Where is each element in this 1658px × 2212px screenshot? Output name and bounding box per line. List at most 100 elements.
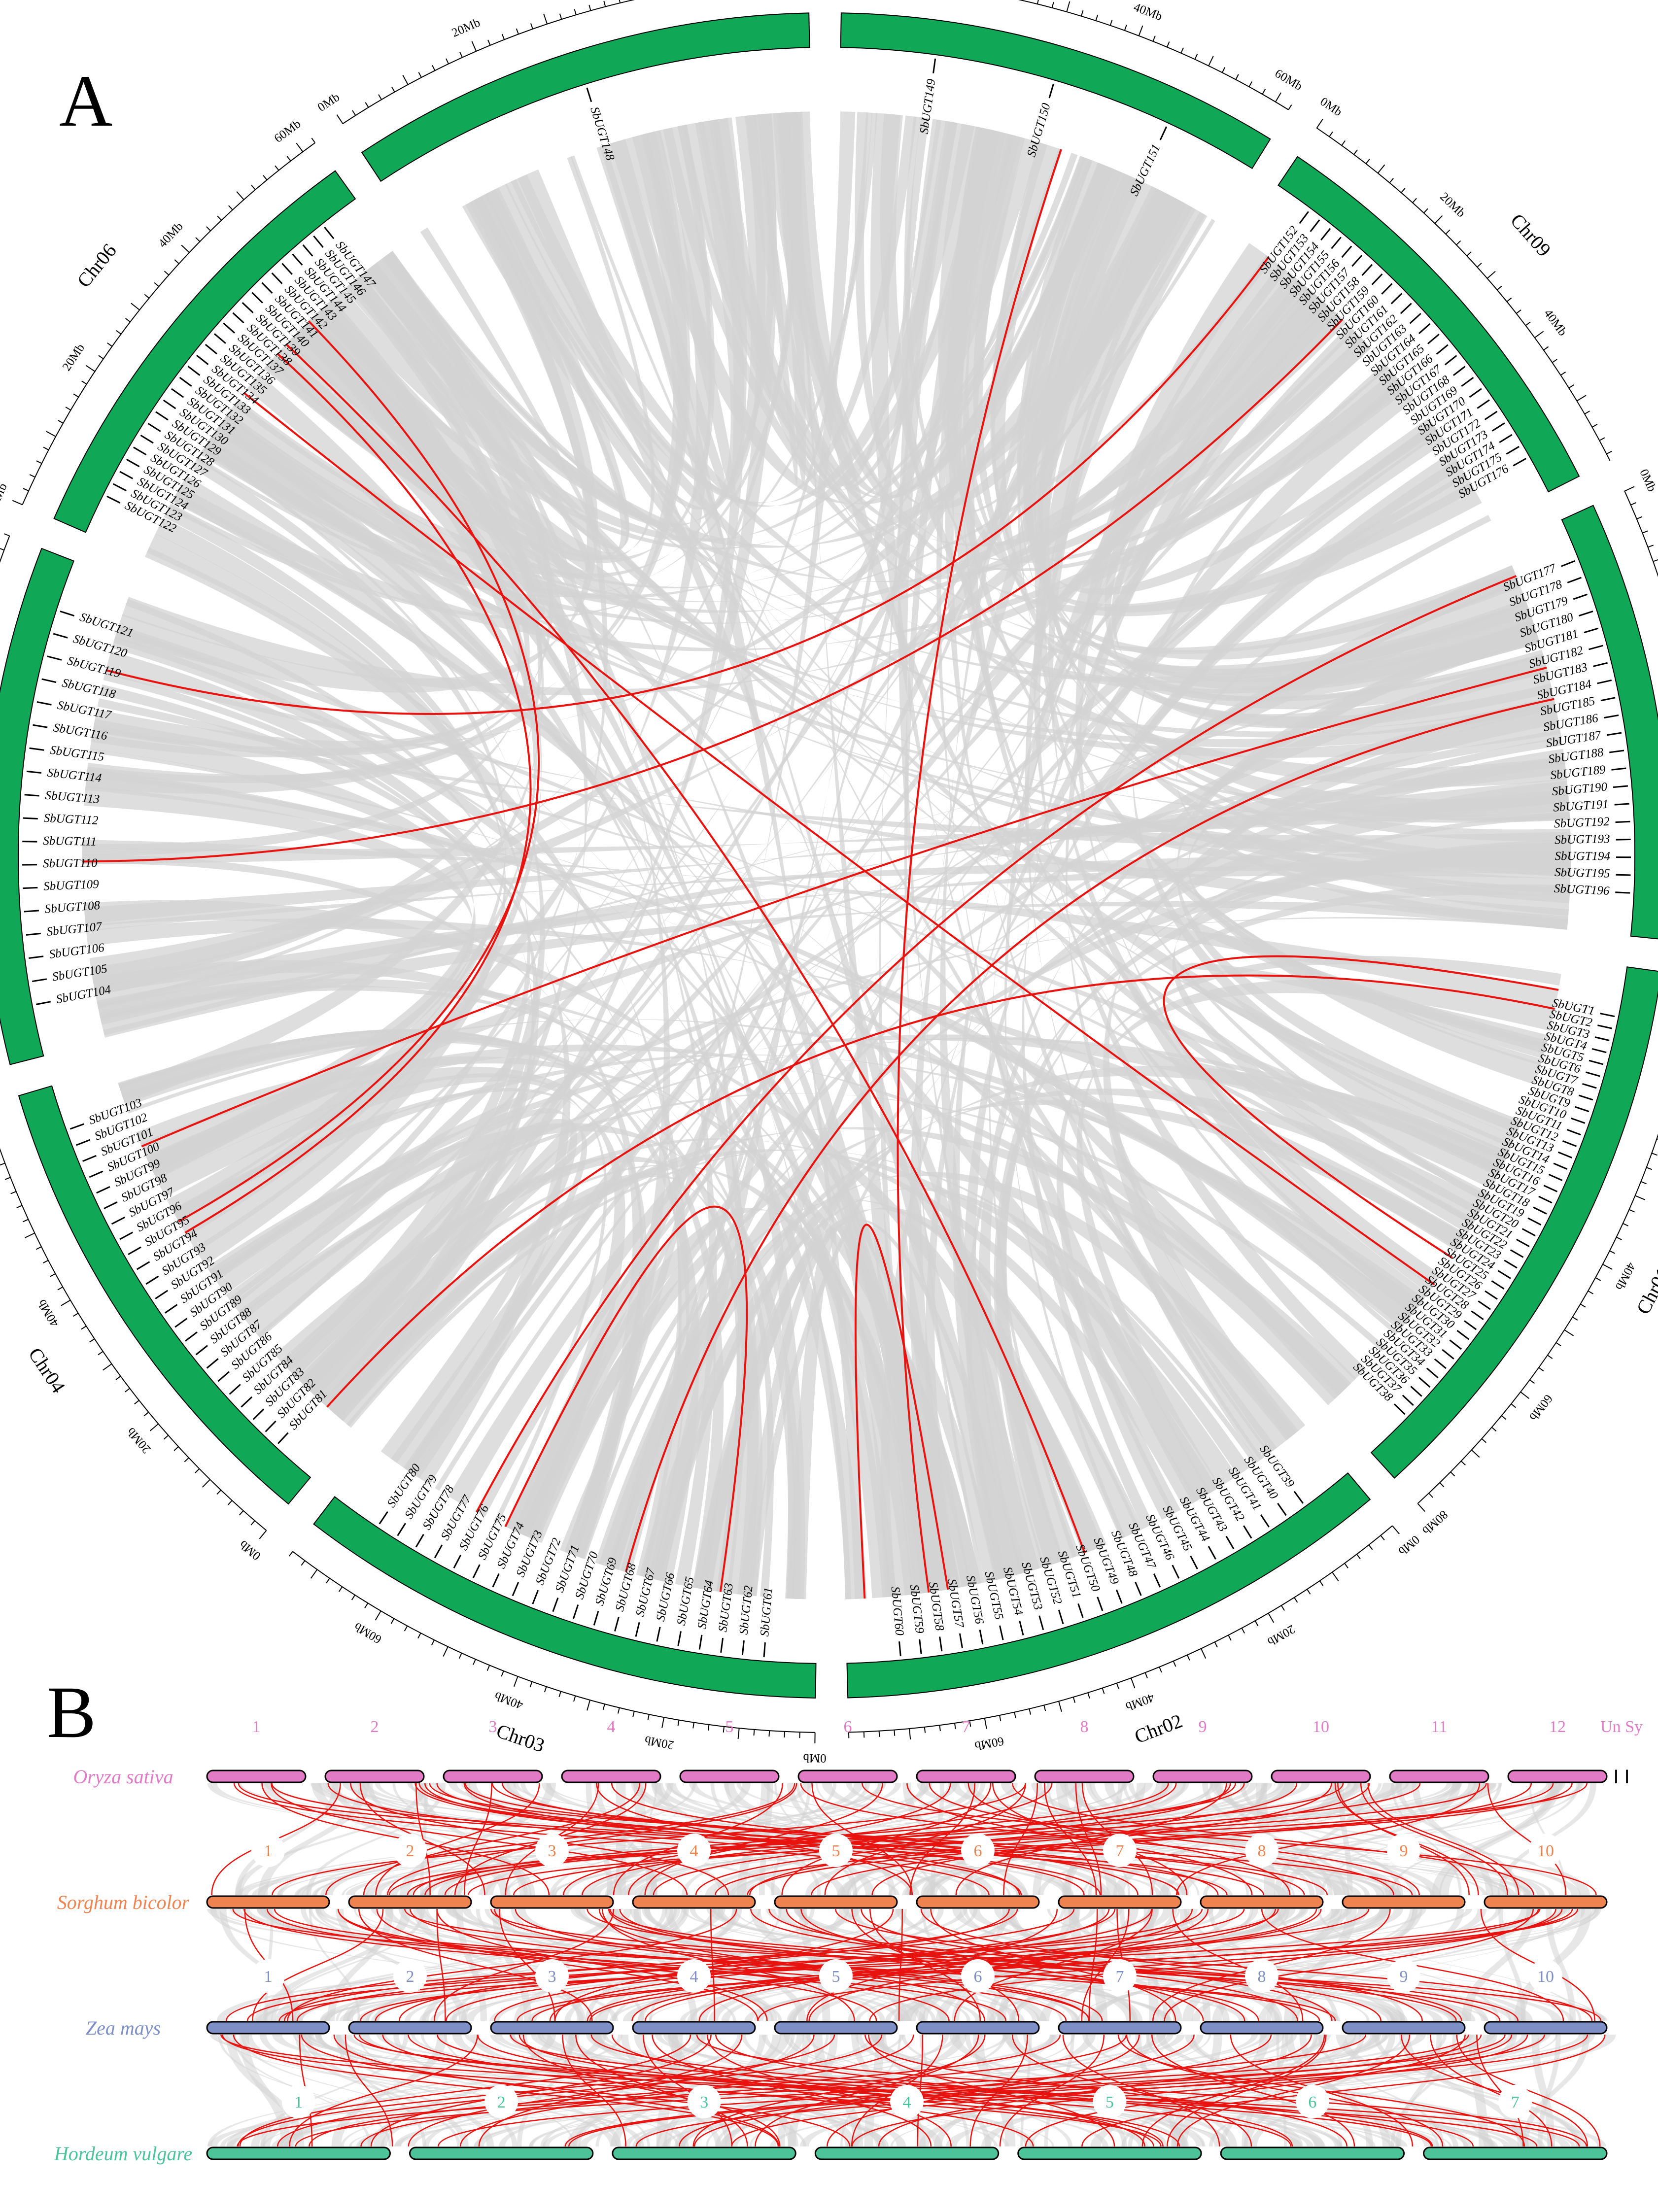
gene-marker <box>919 1639 922 1654</box>
tick-mark <box>1525 321 1531 326</box>
tick-mark <box>1624 486 1635 492</box>
gene-marker <box>1538 1195 1553 1204</box>
tick-mark <box>1194 54 1198 60</box>
gene-marker <box>933 58 936 73</box>
chromosome-bar <box>206 2021 330 2035</box>
tick-mark <box>1228 1634 1232 1641</box>
gene-marker <box>119 1231 134 1240</box>
gene-marker <box>36 701 52 706</box>
synteny-ribbon <box>599 1172 1306 1568</box>
collinearity-ribbon <box>1431 1783 1558 1895</box>
gene-marker <box>1048 83 1054 99</box>
tick-mark <box>42 1259 49 1264</box>
gene-marker <box>552 1597 559 1612</box>
gene-marker <box>265 1420 276 1432</box>
tick-label: 60Mb <box>1273 67 1305 93</box>
collinearity-ribbon <box>1225 1783 1333 1895</box>
chromosome-bar <box>797 1770 898 1783</box>
tick-mark <box>134 1400 139 1405</box>
gene-marker <box>415 1533 424 1548</box>
orthologous-link <box>1172 1908 1304 2021</box>
gene-marker <box>397 1523 406 1536</box>
collinearity-ribbon <box>320 1783 811 1895</box>
gene-marker <box>82 1155 97 1162</box>
tick-mark <box>351 1595 356 1600</box>
collinearity-ribbon <box>904 1783 1461 1895</box>
gene-marker <box>1594 1036 1610 1041</box>
chromosome-label: Chr03 <box>494 1720 548 1757</box>
gene-marker <box>1477 399 1490 409</box>
gene-marker <box>572 1604 579 1619</box>
chromosome-bar <box>1058 1895 1182 1909</box>
synteny-ribbon <box>1172 855 1571 1225</box>
chromosome-band <box>846 1472 1371 1699</box>
collinearity-ribbon <box>1545 1909 1576 2021</box>
collinearity-ribbon <box>261 1909 1277 2021</box>
tick-mark <box>1254 1620 1259 1627</box>
chromosome-bar <box>1152 1770 1253 1783</box>
collinearity-ribbon <box>279 1909 903 2021</box>
chromosome-label: Chr02 <box>1132 1709 1185 1748</box>
tick-mark <box>1389 178 1394 183</box>
orthologous-link <box>589 1908 1539 2021</box>
chromosome-bar <box>561 1770 661 1783</box>
tick-mark <box>154 282 159 287</box>
chromosome-bar <box>1034 1770 1135 1783</box>
duplication-link <box>184 352 532 1234</box>
gene-label: SbUGT111 <box>43 834 97 849</box>
gene-marker <box>195 1345 208 1356</box>
tick-mark <box>559 13 562 20</box>
tick-mark <box>1584 410 1590 414</box>
tick-mark <box>1471 1449 1480 1458</box>
gene-marker <box>1499 434 1513 443</box>
orthologous-link <box>437 2034 1292 2147</box>
tick-label: 40Mb <box>493 1689 525 1711</box>
gene-marker <box>302 244 313 257</box>
gene-marker <box>292 253 303 266</box>
collinearity-ribbon <box>1165 1909 1415 2021</box>
chromosome-number: 4 <box>607 1718 616 1736</box>
tick-mark <box>174 259 179 264</box>
chromosome-number: 3 <box>548 1968 556 1986</box>
synteny-ribbon <box>243 1119 587 1474</box>
synteny-ribbon <box>1065 290 1331 1440</box>
tick-label: 0Mb <box>315 91 342 115</box>
species-label: Sorghum bicolor <box>57 1891 190 1913</box>
gene-marker <box>252 1408 265 1420</box>
gene-marker <box>96 1186 110 1194</box>
tick-mark <box>501 34 505 40</box>
orthologous-link <box>274 1908 1320 2021</box>
tick-label: 0Mb <box>803 1751 827 1765</box>
collinearity-ribbon <box>430 1909 1352 2021</box>
chromosome-number: 6 <box>974 1842 982 1860</box>
tick-mark <box>1423 208 1428 213</box>
tick-mark <box>50 1273 56 1277</box>
gene-marker <box>512 1582 519 1597</box>
chromosome-number: 10 <box>1537 1968 1554 1986</box>
collinearity-ribbon <box>1082 2035 1459 2146</box>
gene-marker <box>23 886 38 889</box>
chromosome-number-badge <box>1245 1834 1278 1867</box>
chromosome-bar <box>206 1770 307 1783</box>
tick-mark <box>617 1707 620 1714</box>
orthologous-link <box>387 1783 797 1896</box>
tick-mark <box>1501 1415 1507 1420</box>
orthologous-link <box>436 1908 768 2021</box>
gene-marker <box>1548 1174 1563 1181</box>
orthologous-link <box>463 1783 1020 1896</box>
chromosome-number-badge <box>535 1834 569 1867</box>
gene-marker <box>1597 1024 1613 1029</box>
synteny-ribbon <box>269 348 1558 748</box>
gene-marker <box>1589 645 1603 650</box>
gene-marker <box>593 1611 599 1626</box>
gene-marker <box>1527 1217 1542 1226</box>
gene-marker <box>1578 1094 1593 1101</box>
gene-marker <box>185 1331 198 1342</box>
tick-mark <box>1466 251 1472 256</box>
orthologous-link <box>531 1908 1573 2021</box>
orthologous-link <box>1088 1908 1098 2021</box>
gene-marker <box>112 483 127 492</box>
tick-mark <box>236 191 244 200</box>
tick-mark <box>1630 502 1637 506</box>
